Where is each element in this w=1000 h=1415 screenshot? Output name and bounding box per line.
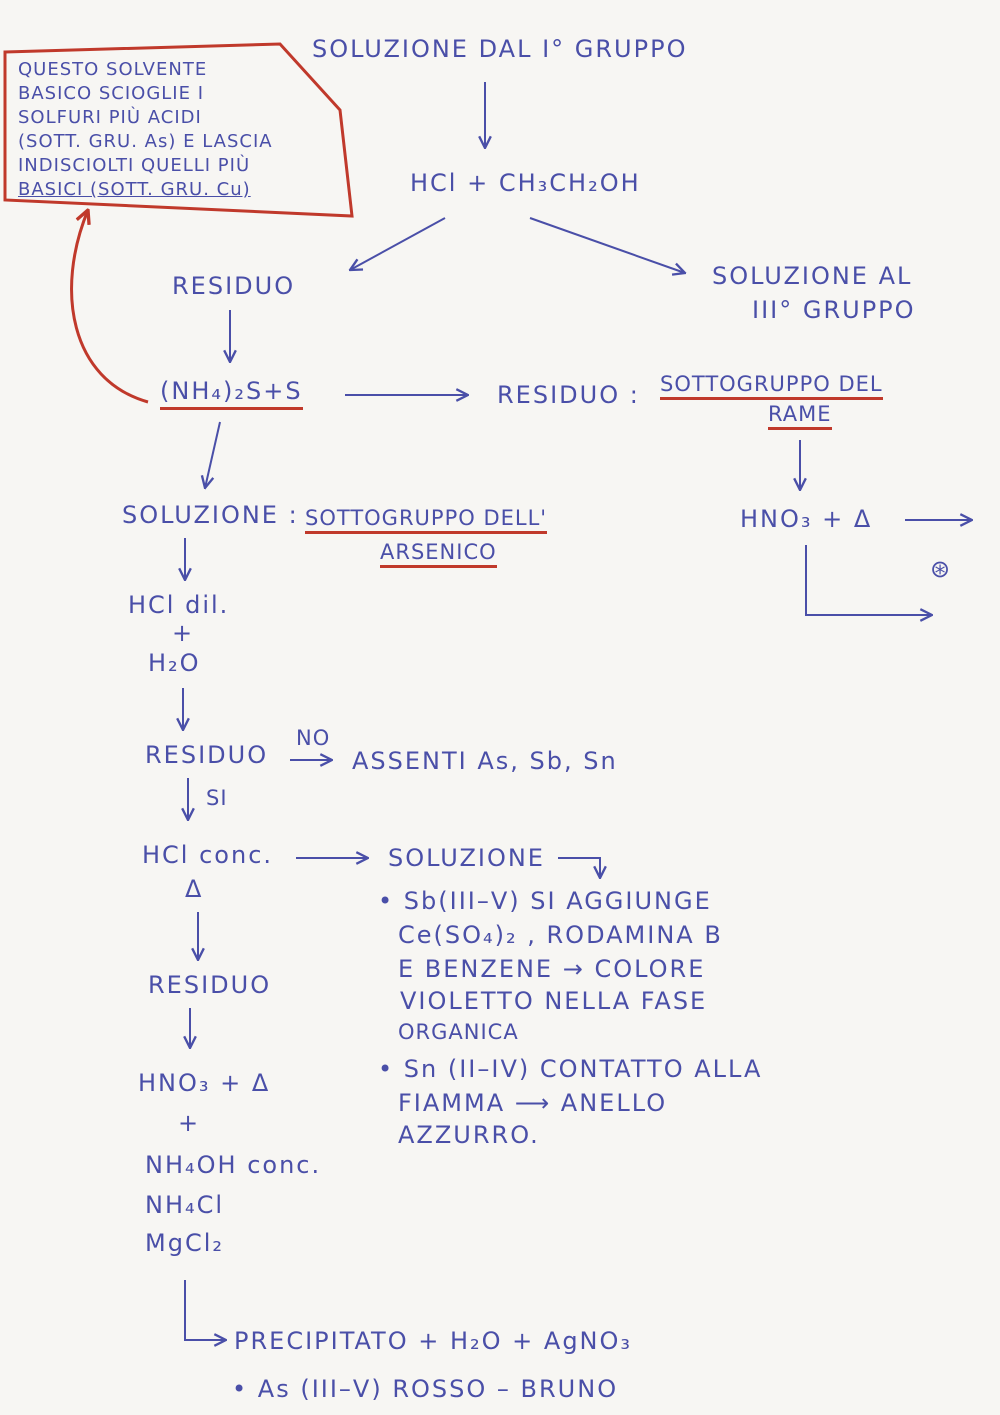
ammonium-chloride: NH₄Cl (145, 1191, 225, 1219)
sb-test-line: E BENZENE → COLORE (398, 955, 706, 983)
arsenic-subgroup: SOTTOGRUPPO DELL' (305, 506, 548, 535)
sb-test-line: ORGANICA (398, 1020, 519, 1044)
note-text: QUESTO SOLVENTE BASICO SCIOGLIE I SOLFUR… (18, 58, 273, 202)
copper-subgroup-2: RAME (768, 402, 832, 431)
note-line: INDISCIOLTI QUELLI PIÙ (18, 155, 251, 176)
solution-third-group-2: III° GRUPPO (752, 296, 916, 324)
sb-test-line: VIOLETTO NELLA FASE (400, 987, 708, 1015)
sn-test-line: • Sn (II–IV) CONTATTO ALLA (378, 1055, 763, 1083)
plus-sign-2: + (178, 1109, 201, 1137)
note-box (3, 42, 354, 218)
note-line: (SOTT. GRU. As) E LASCIA (18, 131, 273, 152)
ammonium-sulfide: (NH₄)₂S+S (160, 377, 303, 410)
water: H₂O (148, 649, 201, 677)
ammonium-hydroxide: NH₄OH conc. (145, 1151, 322, 1179)
residue-node-3: RESIDUO (148, 971, 272, 999)
hno3-heat-2: HNO₃ + Δ (138, 1069, 271, 1097)
precipitate: PRECIPITATO + H₂O + AgNO₃ (234, 1327, 633, 1355)
arsenic-result: • As (III–V) ROSSO – BRUNO (232, 1375, 619, 1403)
sb-test-line: • Sb(III–V) SI AGGIUNGE (378, 887, 712, 915)
residue-copper: RESIDUO : (497, 381, 640, 409)
no-label: NO (296, 726, 331, 750)
reagent-hcl-ethanol: HCl + CH₃CH₂OH (410, 169, 641, 197)
copper-subgroup: SOTTOGRUPPO DEL (660, 372, 883, 401)
star-icon: ⊛ (930, 555, 951, 583)
solution-third-group: SOLUZIONE AL (712, 262, 913, 290)
note-line: BASICO SCIOGLIE I (18, 83, 205, 104)
sb-test-line: Ce(SO₄)₂ , RODAMINA B (398, 921, 723, 949)
arsenic-subgroup-2: ARSENICO (380, 540, 497, 569)
hcl-dilute: HCl dil. (128, 591, 230, 619)
hcl-concentrated: HCl conc. (142, 841, 274, 869)
si-label: SI (206, 786, 228, 810)
magnesium-chloride: MgCl₂ (145, 1229, 224, 1257)
solution-node: SOLUZIONE (388, 844, 545, 872)
hno3-heat: HNO₃ + Δ (740, 505, 873, 533)
solution-arsenic: SOLUZIONE : (122, 501, 299, 529)
sn-test-line: FIAMMA ⟶ ANELLO (398, 1089, 668, 1117)
residue-node: RESIDUO (172, 272, 296, 300)
note-arrow (70, 210, 149, 404)
sn-test-line: AZZURRO. (398, 1121, 540, 1149)
heat-delta: Δ (185, 875, 204, 903)
start-solution: SOLUZIONE DAL I° GRUPPO (312, 35, 688, 63)
note-line: QUESTO SOLVENTE (18, 59, 208, 80)
absent-elements: ASSENTI As, Sb, Sn (352, 747, 618, 775)
note-line: BASICI (SOTT. GRU. Cu) (18, 179, 251, 200)
note-line: SOLFURI PIÙ ACIDI (18, 107, 202, 128)
residue-node-2: RESIDUO (145, 741, 269, 769)
plus-sign: + (172, 619, 195, 647)
